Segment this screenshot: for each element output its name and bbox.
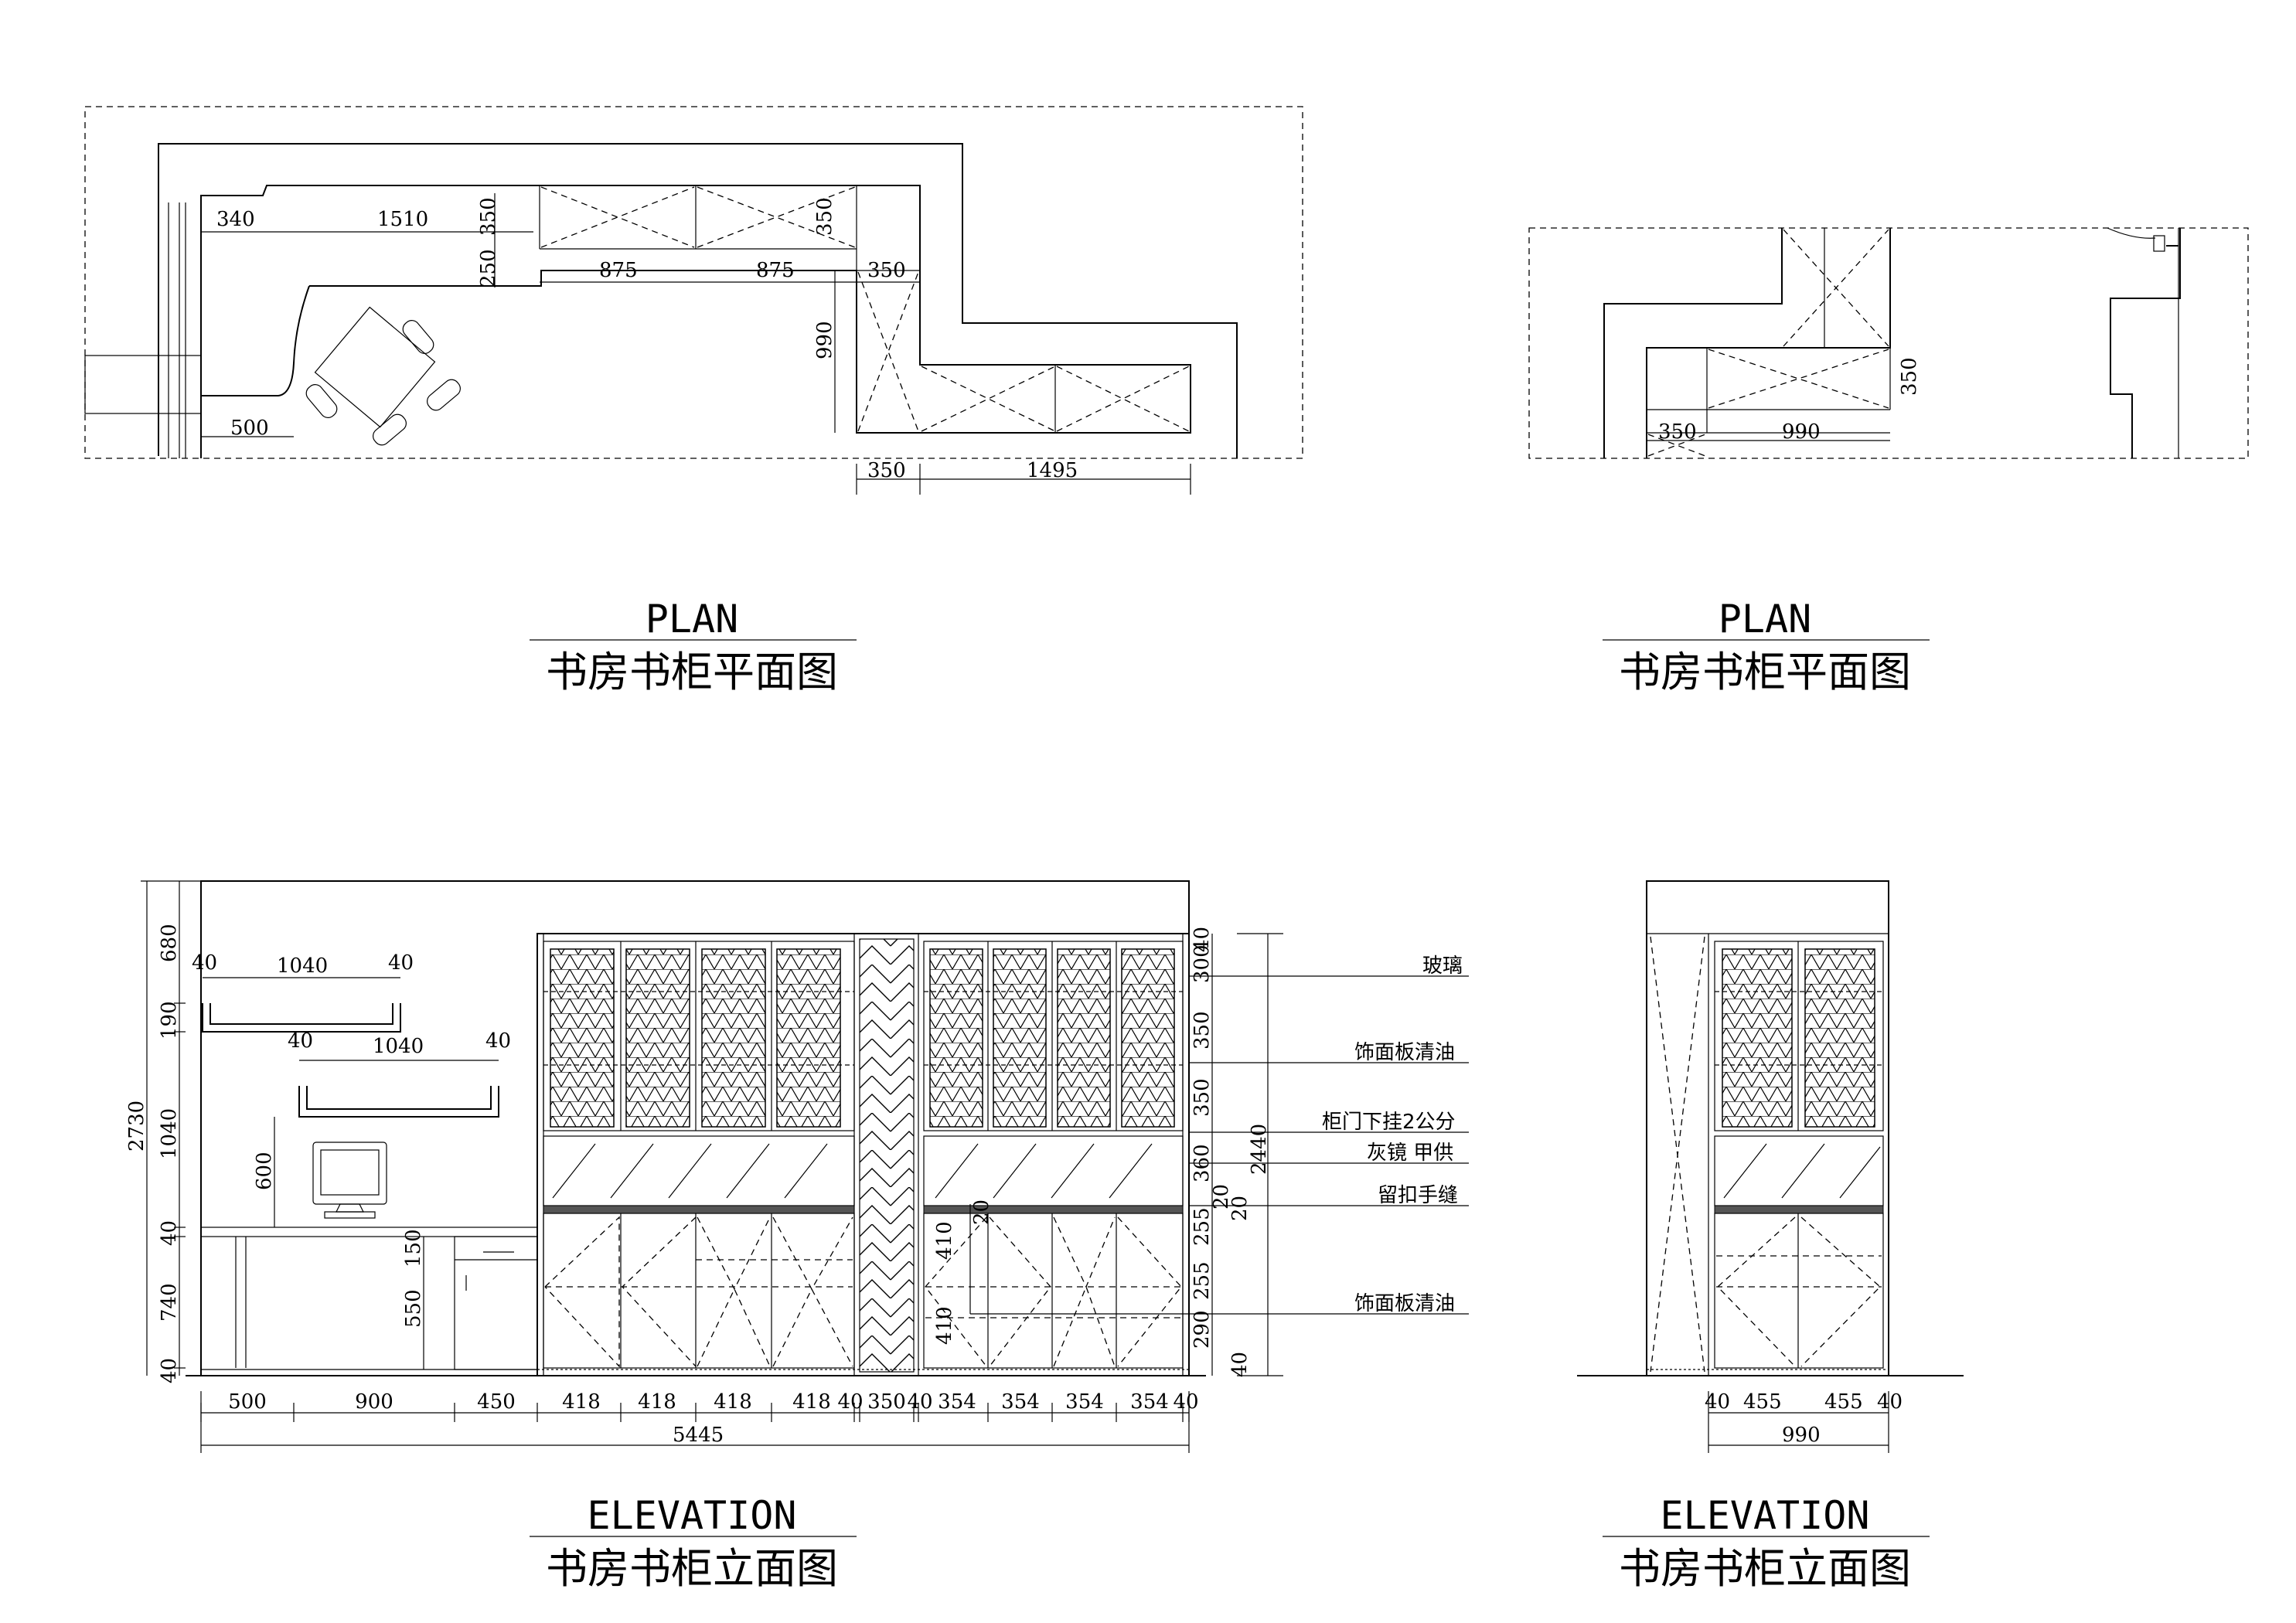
dim-418: 418 xyxy=(792,1390,831,1414)
monitor-icon xyxy=(312,1142,387,1219)
plan-main: 340 1510 350 250 875 875 350 350 990 500… xyxy=(84,106,1303,495)
note-handle-gap: 留扣手缝 xyxy=(1378,1184,1458,1207)
dim-354: 354 xyxy=(1130,1390,1169,1414)
plan-side: 350 350 990 xyxy=(1528,227,2249,459)
title-elev-side: ELEVATION 书房书柜立面图 xyxy=(1603,1493,1930,1593)
dim-350: 350 xyxy=(867,1390,906,1414)
dim-350: 350 xyxy=(1658,420,1697,444)
dim-350: 350 xyxy=(813,197,836,236)
dim-410: 410 xyxy=(933,1221,956,1260)
dim-290: 290 xyxy=(1191,1310,1214,1349)
svg-text:书房书柜立面图: 书房书柜立面图 xyxy=(546,1544,838,1593)
dim-600: 600 xyxy=(253,1152,276,1190)
dim-350: 350 xyxy=(867,259,906,282)
dim-40: 40 xyxy=(1705,1390,1730,1414)
svg-text:书房书柜平面图: 书房书柜平面图 xyxy=(1619,648,1911,696)
note-panel-oil: 饰面板清油 xyxy=(1354,1041,1455,1064)
dim-20: 20 xyxy=(1228,1196,1252,1221)
elevation-side: 40 455 455 40 990 xyxy=(1577,880,1964,1453)
dim-250: 250 xyxy=(477,249,500,288)
dim-2440: 2440 xyxy=(1248,1124,1271,1175)
chair-icon xyxy=(305,306,461,446)
dim-455: 455 xyxy=(1743,1390,1782,1414)
dim-190: 190 xyxy=(158,1001,181,1039)
dim-1510: 1510 xyxy=(377,208,428,231)
dim-40: 40 xyxy=(388,951,414,975)
dim-1040: 1040 xyxy=(373,1035,424,1058)
title-plan-side: PLAN 书房书柜平面图 xyxy=(1603,597,1930,696)
dim-40: 40 xyxy=(907,1390,932,1414)
svg-text:书房书柜立面图: 书房书柜立面图 xyxy=(1619,1544,1911,1593)
dim-410: 410 xyxy=(933,1306,956,1345)
dim-990: 990 xyxy=(813,321,836,359)
dim-2730: 2730 xyxy=(125,1101,148,1152)
dim-40: 40 xyxy=(837,1390,863,1414)
svg-text:PLAN: PLAN xyxy=(646,597,738,641)
title-elev-main: ELEVATION 书房书柜立面图 xyxy=(530,1493,857,1593)
glass-doors-right xyxy=(923,941,1184,1131)
dim-550: 550 xyxy=(402,1289,425,1328)
dim-20: 20 xyxy=(1210,1184,1233,1210)
note-door-hang: 柜门下挂2公分 xyxy=(1322,1111,1456,1134)
dim-40: 40 xyxy=(1173,1390,1198,1414)
dim-875: 875 xyxy=(756,259,795,282)
dim-350: 350 xyxy=(867,459,906,482)
dim-40: 40 xyxy=(485,1029,511,1053)
dim-990: 990 xyxy=(1782,420,1821,444)
dim-40: 40 xyxy=(288,1029,313,1053)
dim-340: 340 xyxy=(216,208,255,231)
dim-875: 875 xyxy=(599,259,638,282)
dim-360: 360 xyxy=(1191,1144,1214,1182)
dim-1040: 1040 xyxy=(158,1108,181,1159)
dim-40: 40 xyxy=(158,1220,181,1246)
note-glass: 玻璃 xyxy=(1422,954,1463,978)
dim-350: 350 xyxy=(1191,1078,1214,1117)
dim-450: 450 xyxy=(477,1390,516,1414)
dim-40: 40 xyxy=(1228,1352,1252,1377)
dim-20: 20 xyxy=(970,1199,993,1225)
dim-5445: 5445 xyxy=(673,1424,724,1447)
dim-418: 418 xyxy=(562,1390,601,1414)
title-plan-main: PLAN 书房书柜平面图 xyxy=(530,597,857,696)
dim-500: 500 xyxy=(228,1390,267,1414)
dim-900: 900 xyxy=(355,1390,393,1414)
dim-40: 40 xyxy=(1877,1390,1903,1414)
svg-text:书房书柜平面图: 书房书柜平面图 xyxy=(546,648,838,696)
dim-150: 150 xyxy=(402,1229,425,1267)
dim-300: 300 xyxy=(1191,944,1214,983)
dim-500: 500 xyxy=(230,417,269,440)
svg-text:ELEVATION: ELEVATION xyxy=(588,1493,797,1538)
dim-350: 350 xyxy=(477,197,500,236)
dim-680: 680 xyxy=(158,924,181,962)
glass-doors-left xyxy=(543,941,855,1131)
dim-1040: 1040 xyxy=(277,954,328,978)
elevation-main: 2730 680 190 1040 40 740 40 600 150 550 … xyxy=(125,880,1469,1453)
dim-40: 40 xyxy=(192,951,217,975)
dim-418: 418 xyxy=(714,1390,752,1414)
dim-740: 740 xyxy=(158,1283,181,1322)
dim-1495: 1495 xyxy=(1027,459,1078,482)
dim-990: 990 xyxy=(1782,1424,1821,1447)
dim-40: 40 xyxy=(158,1358,181,1383)
dim-455: 455 xyxy=(1824,1390,1863,1414)
dim-40: 40 xyxy=(1191,927,1214,952)
dim-418: 418 xyxy=(638,1390,676,1414)
dim-354: 354 xyxy=(938,1390,976,1414)
dim-350: 350 xyxy=(1898,357,1921,396)
dim-255: 255 xyxy=(1191,1261,1214,1300)
note-grey-mirror: 灰镜 甲供 xyxy=(1367,1142,1453,1165)
svg-text:ELEVATION: ELEVATION xyxy=(1661,1493,1870,1538)
dim-354: 354 xyxy=(1065,1390,1104,1414)
dim-255: 255 xyxy=(1191,1207,1214,1246)
dim-354: 354 xyxy=(1001,1390,1040,1414)
note-panel-oil: 饰面板清油 xyxy=(1354,1292,1455,1315)
dim-350: 350 xyxy=(1191,1011,1214,1050)
svg-text:PLAN: PLAN xyxy=(1719,597,1811,641)
